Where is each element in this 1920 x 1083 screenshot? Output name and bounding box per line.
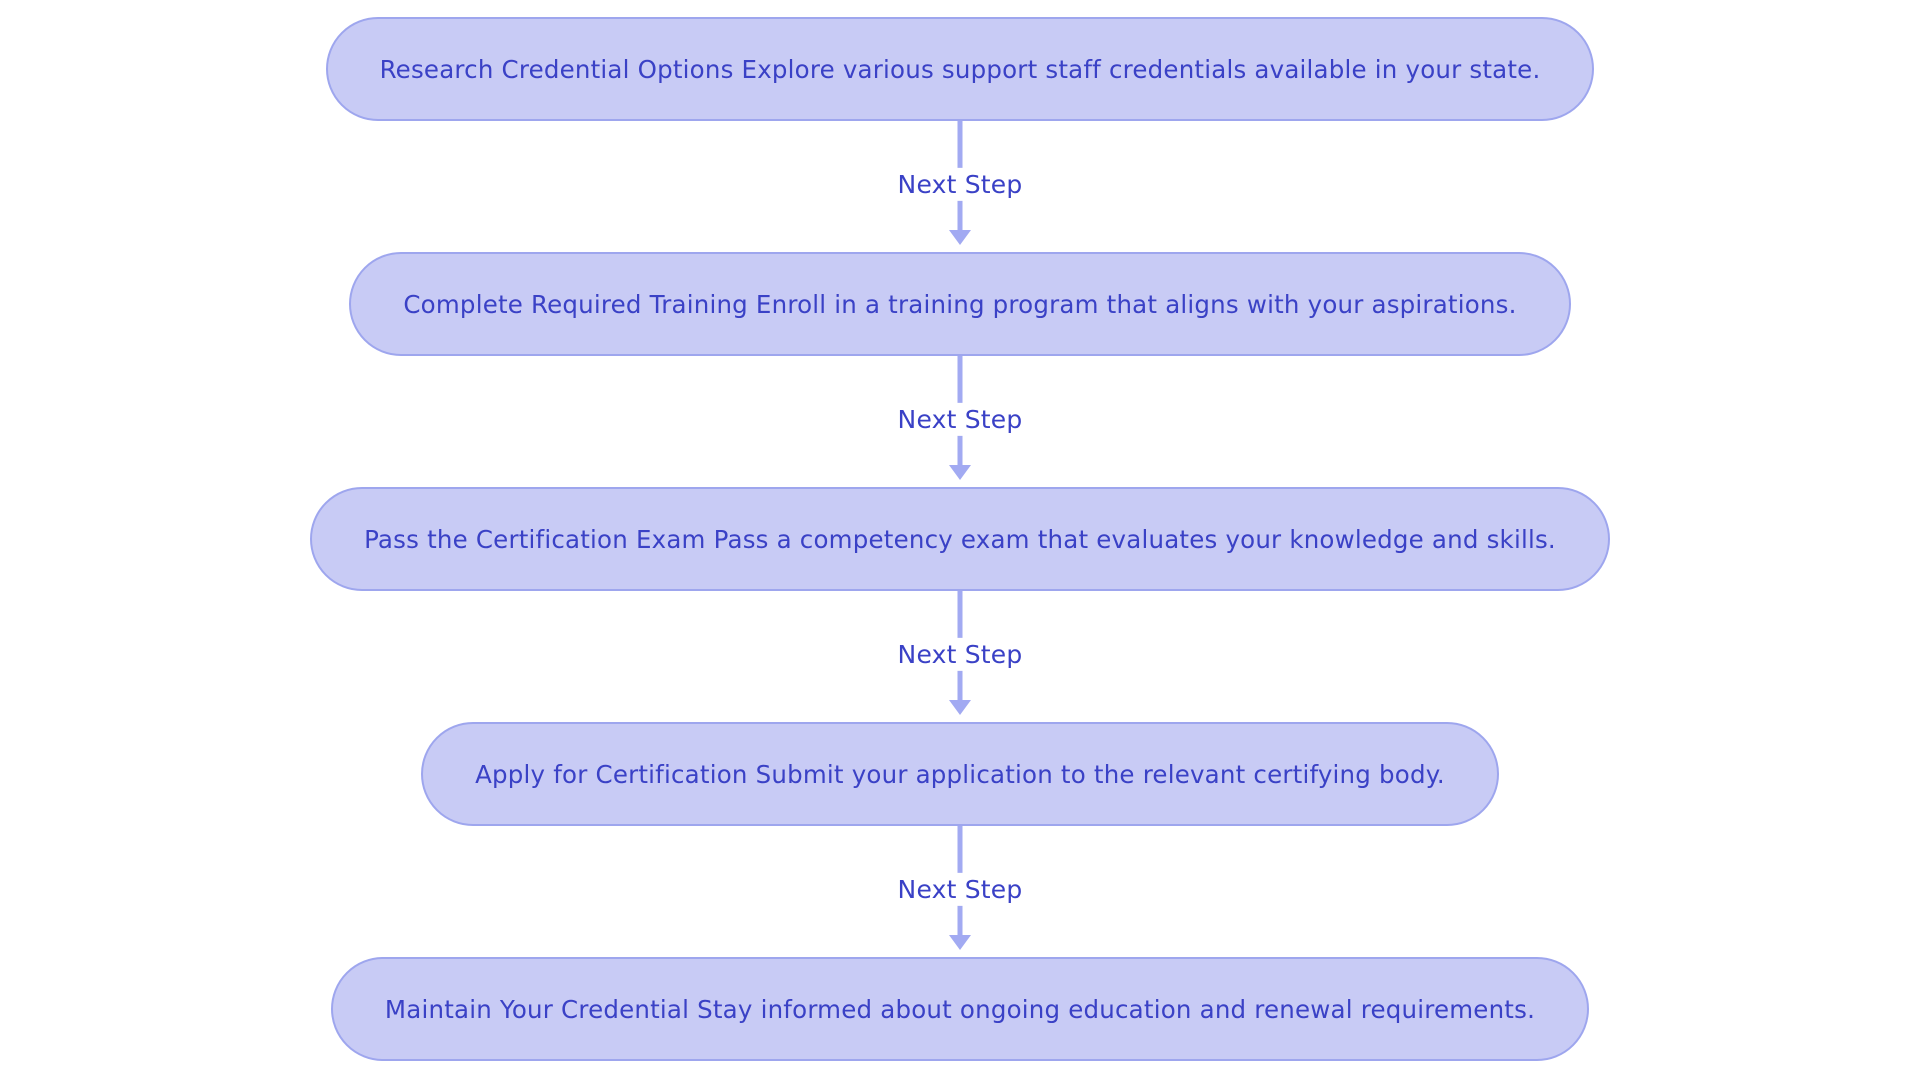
flow-node-label: Apply for Certification Submit your appl…: [475, 759, 1445, 789]
flow-node: Research Credential Options Explore vari…: [325, 17, 1595, 121]
flow-node-label: Maintain Your Credential Stay informed a…: [384, 994, 1536, 1024]
connector-label: Next Step: [889, 402, 1031, 436]
connector-label: Next Step: [889, 637, 1031, 671]
arrow-down-icon: [949, 935, 971, 950]
flow-node: Maintain Your Credential Stay informed a…: [330, 957, 1590, 1061]
connector-label: Next Step: [889, 872, 1031, 906]
arrow-down-icon: [949, 700, 971, 715]
flow-node: Complete Required Training Enroll in a t…: [349, 252, 1571, 356]
flow-node: Pass the Certification Exam Pass a compe…: [310, 487, 1610, 591]
flow-connector: Next Step: [830, 591, 1090, 722]
flowchart: Research Credential Options Explore vari…: [0, 17, 1920, 1061]
flow-node-label: Research Credential Options Explore vari…: [379, 54, 1541, 84]
connector-label: Next Step: [889, 167, 1031, 201]
arrow-down-icon: [949, 230, 971, 245]
flow-connector: Next Step: [830, 121, 1090, 252]
flow-node-label: Complete Required Training Enroll in a t…: [403, 289, 1517, 319]
flow-connector: Next Step: [830, 356, 1090, 487]
arrow-down-icon: [949, 465, 971, 480]
flow-node: Apply for Certification Submit your appl…: [421, 722, 1499, 826]
flow-node-label: Pass the Certification Exam Pass a compe…: [364, 524, 1556, 554]
flow-connector: Next Step: [830, 826, 1090, 957]
